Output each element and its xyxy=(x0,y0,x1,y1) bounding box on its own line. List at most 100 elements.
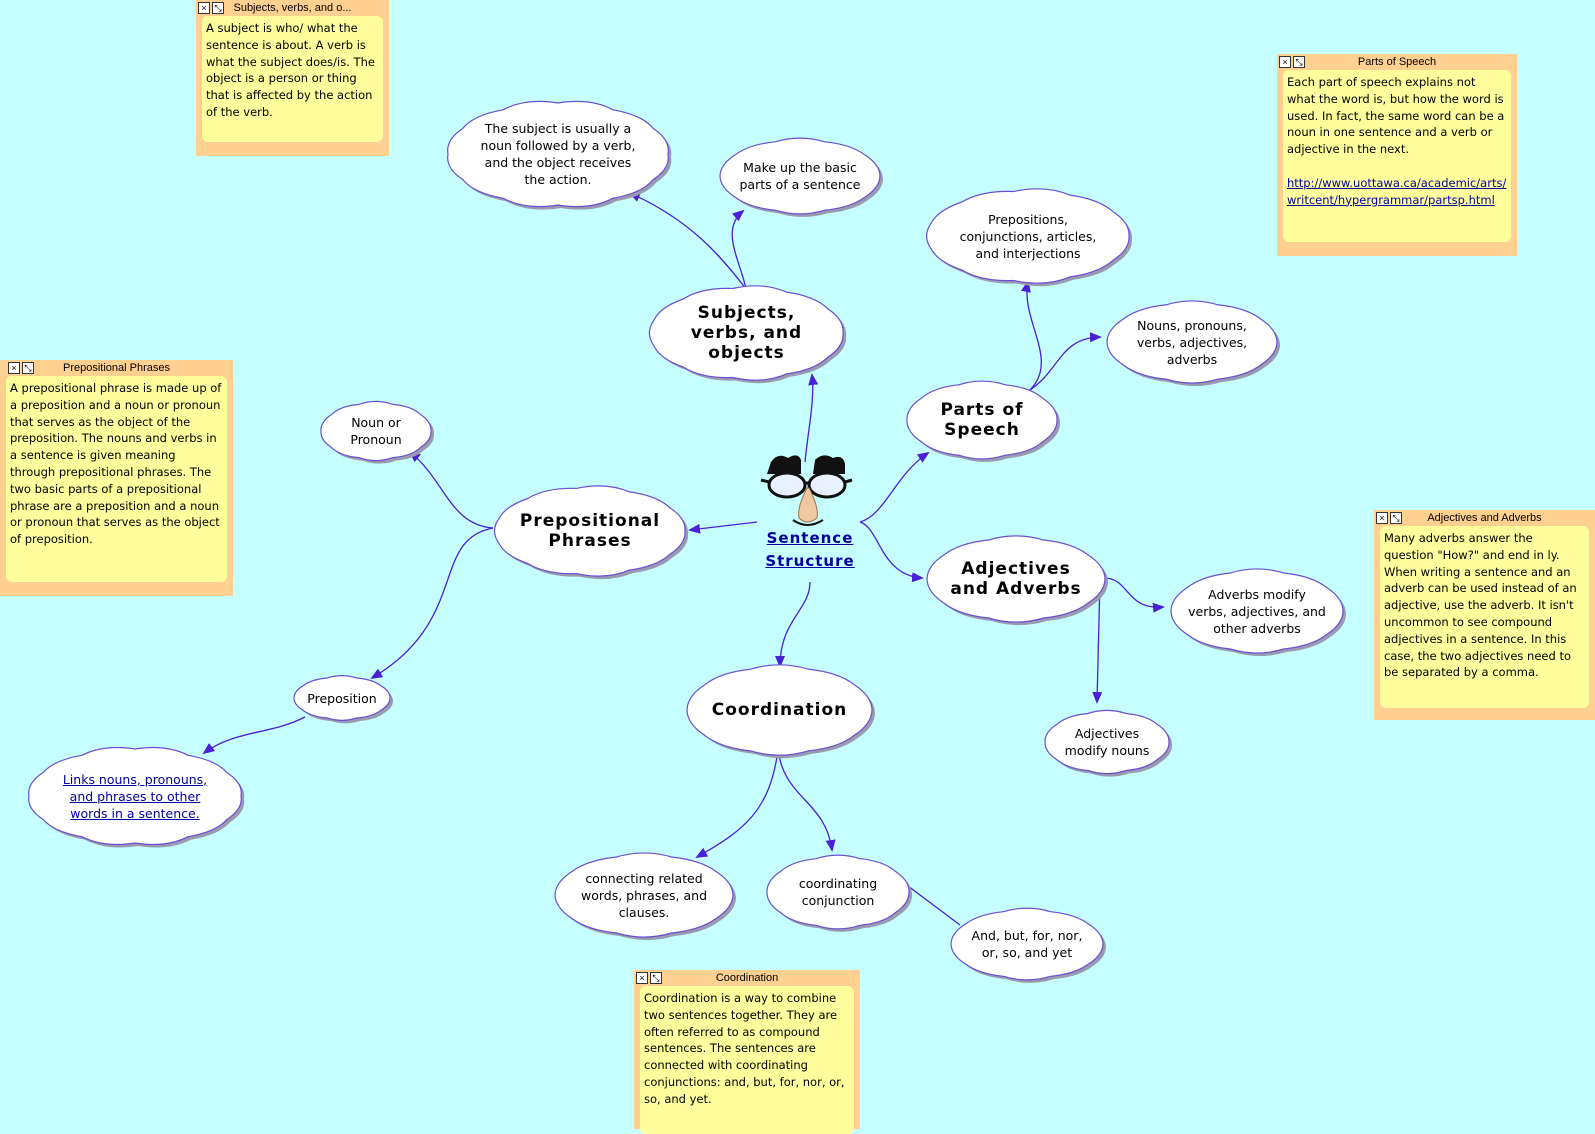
node-label: Preposition xyxy=(307,690,377,706)
connector-coordination-connecting xyxy=(695,749,779,858)
note-text: A subject is who/ what the sentence is a… xyxy=(206,21,375,119)
node-and-but[interactable]: And, but, for, nor, or, so, and yet xyxy=(946,905,1108,983)
note-parts[interactable]: ×⤡ Parts of Speech Each part of speech e… xyxy=(1277,54,1517,256)
connector-adjectives-adverbs xyxy=(1103,577,1165,613)
cloud-outline xyxy=(686,664,873,756)
note-coordination[interactable]: ×⤡ Coordination Coordination is a way to… xyxy=(634,970,860,1134)
node-label: Coordination xyxy=(711,700,848,720)
cloud-shape xyxy=(28,746,245,848)
cloud-shape xyxy=(1170,568,1346,657)
resize-icon[interactable]: ⤡ xyxy=(1390,512,1402,524)
node-label-wrap: Links nouns, pronouns, and phrases to ot… xyxy=(60,771,210,822)
note-body: Each part of speech explains not what th… xyxy=(1283,70,1511,242)
cloud-shape xyxy=(686,664,875,759)
node-adverbs-modify[interactable]: Adverbs modify verbs, adjectives, and ot… xyxy=(1166,566,1348,657)
note-adjectives[interactable]: ×⤡ Adjectives and Adverbs Many adverbs a… xyxy=(1374,510,1595,720)
cloud-shape xyxy=(766,854,913,932)
node-nouns-list[interactable]: Nouns, pronouns, verbs, adjectives, adve… xyxy=(1102,298,1282,387)
cloud-outline xyxy=(554,852,734,938)
connector-center-coordination xyxy=(775,581,811,668)
note-text: Many adverbs answer the question "How?" … xyxy=(1384,531,1577,680)
note-header[interactable]: ×⤡ Adjectives and Adverbs xyxy=(1376,510,1589,526)
node-prepositions-list[interactable]: Prepositions, conjunctions, articles, an… xyxy=(922,186,1134,287)
funny-glasses-disguise-icon xyxy=(760,455,853,526)
node-label: connecting related words, phrases, and c… xyxy=(580,870,708,920)
cloud-shape xyxy=(554,852,736,941)
note-header[interactable]: ×⤡ Prepositional Phrases xyxy=(6,360,227,376)
connector-coordination-coordinating xyxy=(777,749,836,852)
node-label: Parts of Speech xyxy=(940,400,1024,440)
node-label: And, but, for, nor, or, so, and yet xyxy=(971,928,1083,960)
resize-icon[interactable]: ⤡ xyxy=(650,972,662,984)
connector-subjects-subject-usually xyxy=(628,192,747,290)
cloud-outline xyxy=(320,400,432,462)
node-label: Nouns, pronouns, verbs, adjectives, adve… xyxy=(1136,317,1248,367)
cloud-outline xyxy=(293,675,391,721)
close-icon[interactable]: × xyxy=(1376,512,1388,524)
cloud-shape xyxy=(493,485,689,580)
link-links-nouns[interactable]: Links nouns, pronouns, and phrases to ot… xyxy=(62,771,208,821)
cloud-shape xyxy=(926,535,1108,626)
note-body: Coordination is a way to combine two sen… xyxy=(640,986,854,1134)
cloud-shape xyxy=(293,675,393,724)
cloud-shape xyxy=(1044,709,1173,777)
node-label: Make up the basic parts of a sentence xyxy=(739,160,861,192)
node-parts-of-speech[interactable]: Parts of Speech xyxy=(902,378,1062,462)
note-subjects[interactable]: ×⤡ Subjects, verbs, and o... A subject i… xyxy=(196,0,389,156)
note-title: Subjects, verbs, and o... xyxy=(233,2,352,14)
note-header[interactable]: ×⤡ Coordination xyxy=(636,970,854,986)
cloud-outline xyxy=(28,746,242,846)
cloud-shape xyxy=(926,188,1133,287)
close-icon[interactable]: × xyxy=(8,362,20,374)
cloud-outline xyxy=(1044,709,1170,775)
cloud-outline xyxy=(1170,568,1344,654)
note-link[interactable]: http://www.uottawa.ca/academic/arts/writ… xyxy=(1287,175,1507,207)
center-label-line1: Sentence xyxy=(766,529,854,547)
node-label: Prepositional Phrases xyxy=(519,511,661,551)
connector-center-adjectives xyxy=(859,521,924,583)
connector-parts-nouns xyxy=(1029,332,1102,391)
cloud-shape xyxy=(719,137,883,217)
resize-icon[interactable]: ⤡ xyxy=(212,2,224,14)
node-label: Adjectives and Adverbs xyxy=(950,559,1082,599)
node-links-nouns[interactable]: Links nouns, pronouns, and phrases to ot… xyxy=(24,744,246,848)
note-title: Prepositional Phrases xyxy=(62,362,170,374)
cloud-outline xyxy=(950,907,1104,981)
connector-subjects-make-up xyxy=(731,209,747,290)
node-label: Noun or Pronoun xyxy=(350,415,402,447)
note-body: Many adverbs answer the question "How?" … xyxy=(1380,526,1589,708)
node-noun-or-pronoun[interactable]: Noun or Pronoun xyxy=(316,398,436,464)
node-connecting[interactable]: connecting related words, phrases, and c… xyxy=(550,850,738,941)
node-coordinating-conjunction[interactable]: coordinating conjunction xyxy=(762,852,914,932)
close-icon[interactable]: × xyxy=(198,2,210,14)
node-subject-usually[interactable]: The subject is usually a noun followed b… xyxy=(443,98,673,210)
node-adjectives-modify[interactable]: Adjectives modify nouns xyxy=(1040,707,1174,777)
resize-icon[interactable]: ⤡ xyxy=(1293,56,1305,68)
connector-prepositional-preposition xyxy=(370,527,494,680)
cloud-shape xyxy=(447,100,672,210)
close-icon[interactable]: × xyxy=(636,972,648,984)
node-preposition[interactable]: Preposition xyxy=(289,672,395,724)
resize-icon[interactable]: ⤡ xyxy=(22,362,34,374)
cloud-shape xyxy=(648,285,847,384)
node-subjects-verbs-objects[interactable]: Subjects, verbs, and objects xyxy=(645,283,848,384)
close-icon[interactable]: × xyxy=(1279,56,1291,68)
cloud-outline xyxy=(719,137,881,215)
node-make-up[interactable]: Make up the basic parts of a sentence xyxy=(715,135,885,217)
cloud-outline xyxy=(766,854,910,930)
center-link[interactable]: Sentence Structure xyxy=(745,527,875,573)
note-prepositional[interactable]: ×⤡ Prepositional Phrases A prepositional… xyxy=(0,360,233,596)
cloud-outline xyxy=(648,285,844,381)
cloud-outline xyxy=(906,380,1058,460)
note-header[interactable]: ×⤡ Parts of Speech xyxy=(1279,54,1511,70)
node-adjectives-and-adverbs[interactable]: Adjectives and Adverbs xyxy=(922,533,1110,626)
connector-preposition-links xyxy=(202,716,306,755)
node-label: Subjects, verbs, and objects xyxy=(690,303,803,363)
cloud-outline xyxy=(926,188,1130,284)
center-node[interactable]: Sentence Structure xyxy=(745,452,875,582)
node-prepositional-phrases[interactable]: Prepositional Phrases xyxy=(490,483,690,580)
note-header[interactable]: ×⤡ Subjects, verbs, and o... xyxy=(198,0,383,16)
connector-adjectives-adjmodify xyxy=(1092,579,1103,704)
node-coordination[interactable]: Coordination xyxy=(682,662,877,759)
